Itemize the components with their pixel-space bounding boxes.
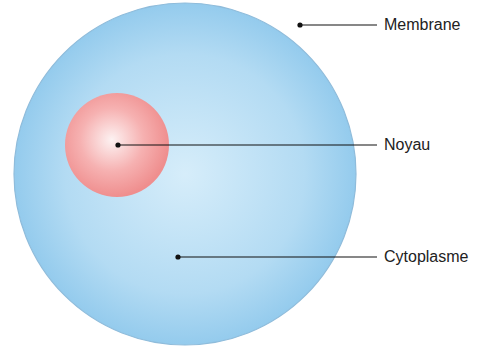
leader-dot [175,254,180,259]
leader-lines [118,25,377,257]
part-label: Cytoplasme [384,247,468,266]
part-label: Noyau [384,135,430,154]
cell-membrane [14,3,356,345]
leader-line [300,24,377,25]
leader-line [178,256,377,257]
leader-dots [115,22,302,259]
leader-dot [297,22,302,27]
leader-dot [115,142,120,147]
part-label: Membrane [384,15,460,34]
leader-line [118,144,377,145]
